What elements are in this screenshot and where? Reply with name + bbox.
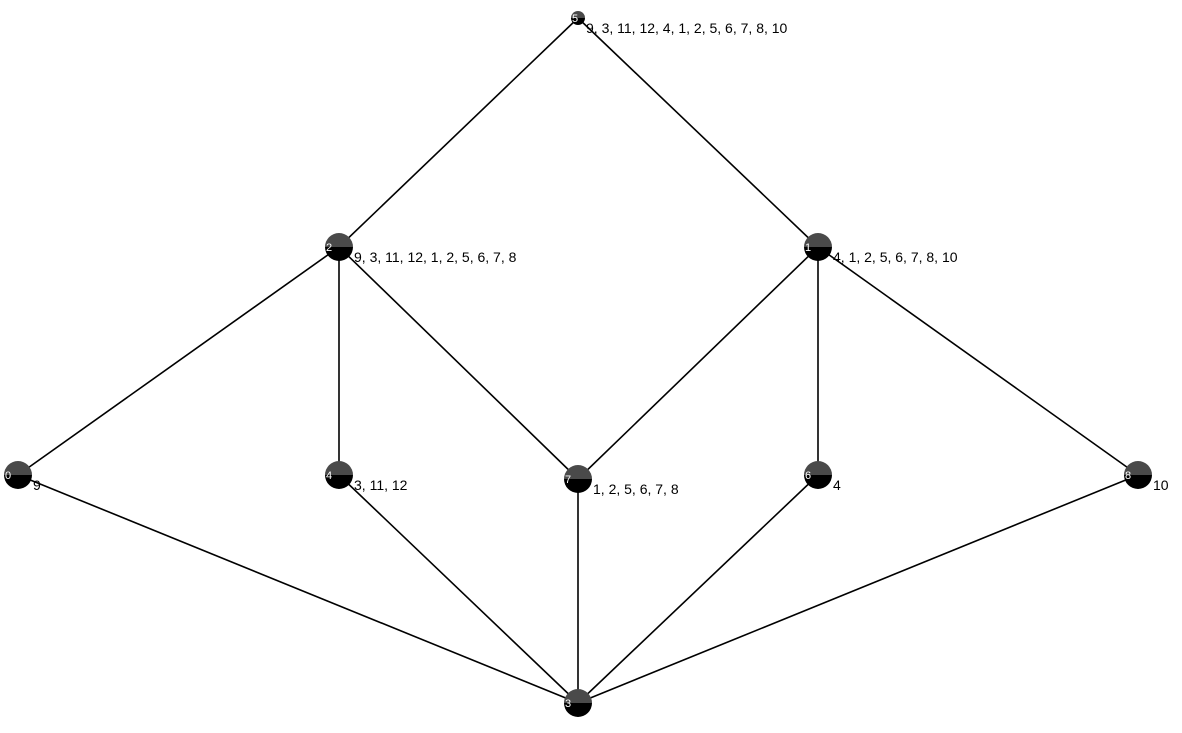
node-bottom-half bbox=[804, 475, 832, 489]
node-id-text: 3 bbox=[565, 698, 571, 710]
node-extent-label: 4 bbox=[833, 477, 841, 493]
node-id-text: 0 bbox=[5, 470, 11, 482]
edge-4-3 bbox=[338, 474, 579, 704]
lattice-node-7[interactable]: 7 1, 2, 5, 6, 7, 8 bbox=[564, 465, 679, 497]
node-top-half bbox=[804, 461, 832, 475]
node-bottom-half bbox=[564, 479, 592, 493]
lattice-node-4[interactable]: 4 3, 11, 12 bbox=[325, 461, 408, 493]
node-top-half bbox=[325, 461, 353, 475]
lattice-node-1[interactable]: 1 4, 1, 2, 5, 6, 7, 8, 10 bbox=[804, 233, 958, 265]
node-top-half bbox=[564, 465, 592, 479]
lattice-node-5[interactable]: 5 9, 3, 11, 12, 4, 1, 2, 5, 6, 7, 8, 10 bbox=[571, 11, 788, 36]
edge-5-2 bbox=[338, 17, 579, 248]
node-extent-label: 3, 11, 12 bbox=[354, 477, 408, 493]
node-extent-label: 9, 3, 11, 12, 4, 1, 2, 5, 6, 7, 8, 10 bbox=[586, 20, 788, 36]
edges-layer bbox=[17, 17, 1139, 704]
node-bottom-half bbox=[1124, 475, 1152, 489]
lattice-node-8[interactable]: 8 10 bbox=[1124, 461, 1169, 493]
edge-8-3 bbox=[577, 474, 1139, 704]
node-id-text: 2 bbox=[326, 242, 332, 254]
node-id-text: 8 bbox=[1125, 470, 1131, 482]
edge-1-8 bbox=[817, 246, 1139, 476]
edge-1-7 bbox=[577, 246, 819, 480]
node-top-half bbox=[804, 233, 832, 247]
node-extent-label: 1, 2, 5, 6, 7, 8 bbox=[593, 481, 679, 497]
edge-2-7 bbox=[338, 246, 579, 480]
lattice-node-2[interactable]: 2 9, 3, 11, 12, 1, 2, 5, 6, 7, 8 bbox=[325, 233, 517, 265]
node-extent-label: 4, 1, 2, 5, 6, 7, 8, 10 bbox=[833, 249, 958, 265]
lattice-node-0[interactable]: 09 bbox=[4, 461, 41, 493]
node-extent-label: 9 bbox=[33, 477, 41, 493]
node-extent-label: 9, 3, 11, 12, 1, 2, 5, 6, 7, 8 bbox=[354, 249, 517, 265]
node-top-half bbox=[564, 689, 592, 703]
lattice-node-6[interactable]: 64 bbox=[804, 461, 841, 493]
node-id-text: 5 bbox=[572, 13, 578, 25]
node-bottom-half bbox=[325, 247, 353, 261]
node-top-half bbox=[4, 461, 32, 475]
edge-6-3 bbox=[577, 474, 819, 704]
node-extent-label: 10 bbox=[1153, 477, 1169, 493]
node-top-half bbox=[571, 11, 585, 18]
node-bottom-half bbox=[804, 247, 832, 261]
node-bottom-half bbox=[325, 475, 353, 489]
node-id-text: 6 bbox=[805, 470, 811, 482]
node-id-text: 4 bbox=[326, 470, 332, 482]
node-bottom-half bbox=[564, 703, 592, 717]
node-top-half bbox=[1124, 461, 1152, 475]
edge-2-0 bbox=[17, 246, 340, 476]
node-bottom-half bbox=[4, 475, 32, 489]
nodes-layer: 5 9, 3, 11, 12, 4, 1, 2, 5, 6, 7, 8, 10 2 9… bbox=[4, 11, 1169, 717]
node-top-half bbox=[325, 233, 353, 247]
node-bottom-half bbox=[571, 18, 585, 25]
lattice-node-3[interactable]: 3 bbox=[564, 689, 592, 717]
edge-0-3 bbox=[17, 474, 579, 704]
node-id-text: 1 bbox=[805, 242, 811, 254]
edge-5-1 bbox=[577, 17, 819, 248]
node-id-text: 7 bbox=[565, 474, 571, 486]
